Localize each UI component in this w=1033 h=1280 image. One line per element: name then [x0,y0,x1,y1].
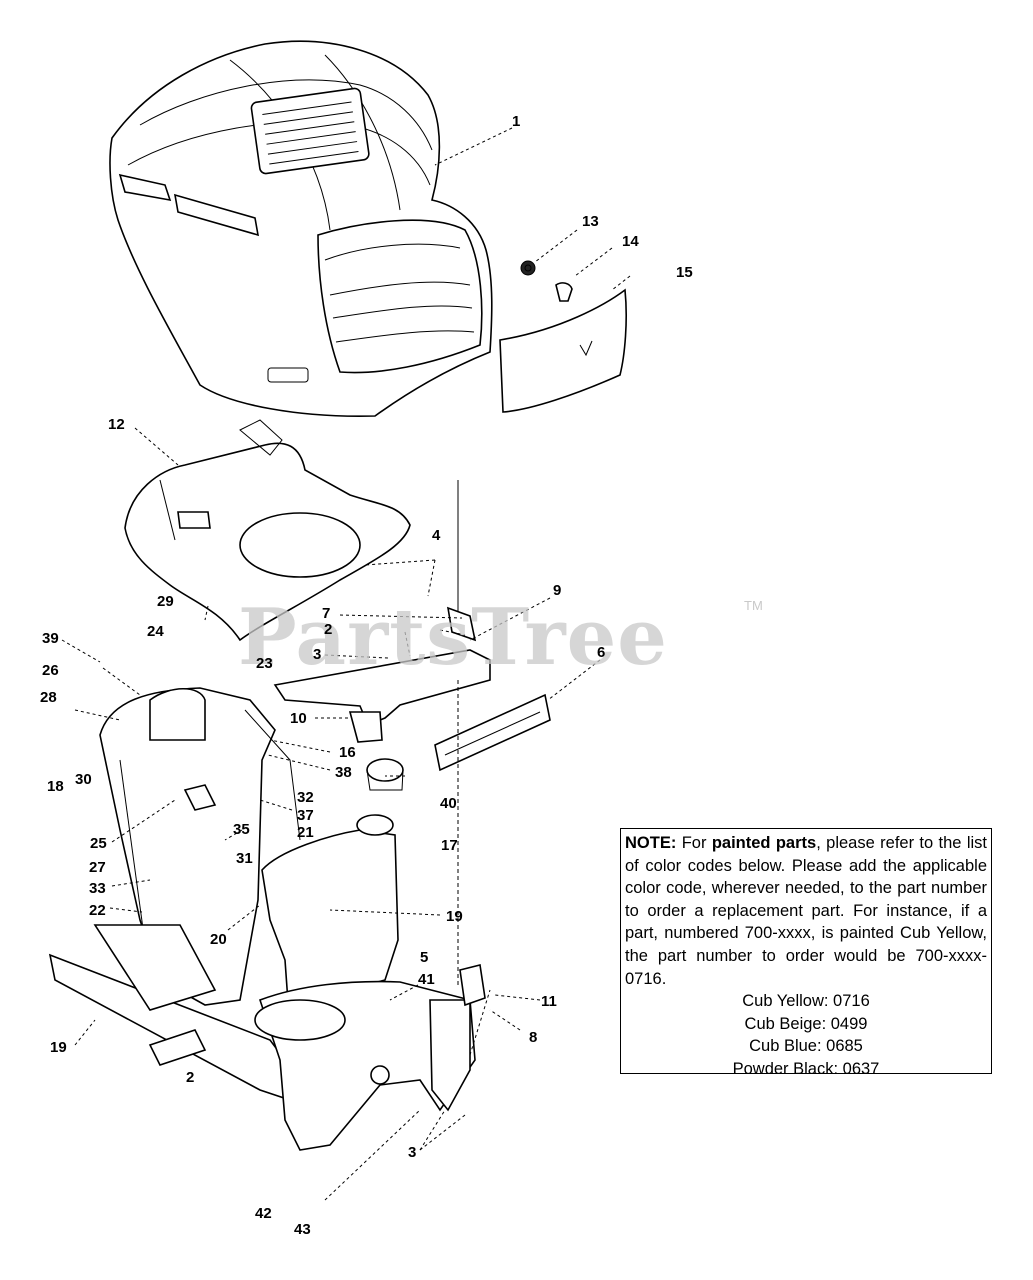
callout-3b: 3 [408,1144,417,1161]
callout-6: 6 [597,644,606,661]
callout-19b: 19 [50,1039,67,1056]
callout-26: 26 [42,662,59,679]
fuel-tank-part [261,758,404,1031]
callout-19a: 19 [446,908,463,925]
frame-part [48,924,476,1151]
callout-42: 42 [255,1205,272,1222]
callout-2a: 2 [324,621,333,638]
color-code-item: Powder Black: 0637 [732,1059,880,1078]
note-text-a: For [676,834,712,852]
hood-part [109,40,493,418]
callout-40: 40 [440,795,457,812]
callout-28: 28 [40,689,57,706]
note-label: NOTE: [625,834,677,852]
callout-21: 21 [297,824,314,841]
callout-37: 37 [297,807,314,824]
callout-14: 14 [622,233,639,250]
color-code-item: Cub Beige: 0499 [744,1014,868,1033]
callout-8: 8 [529,1029,538,1046]
color-code-list: Cub Yellow: 0716 Cub Beige: 0499 Cub Blu… [625,990,987,1080]
note-bold-text: painted parts [711,834,817,852]
mount-bracket-part [446,480,486,1007]
callout-2b: 2 [186,1069,195,1086]
painted-parts-note: NOTE: For painted parts, please refer to… [620,828,992,1078]
front-bracket-part [273,649,551,772]
callout-17: 17 [441,837,458,854]
callout-39: 39 [42,630,59,647]
callout-11: 11 [541,993,557,1010]
grille-cover-part [499,260,627,413]
callout-43: 43 [294,1221,311,1238]
color-code-item: Cub Yellow: 0716 [742,992,870,1011]
leader-lines [61,127,631,1201]
callout-38: 38 [335,764,352,781]
callout-32: 32 [297,789,314,806]
callout-22: 22 [89,902,106,919]
callout-33: 33 [89,880,106,897]
note-text-b: , please refer to the list of color code… [625,834,988,988]
callout-25: 25 [90,835,107,852]
callout-27: 27 [89,859,106,876]
callout-15: 15 [676,264,693,281]
callout-3a: 3 [313,646,322,663]
watermark: PartsTree [238,592,668,683]
callout-7: 7 [322,605,331,622]
callout-13: 13 [582,213,599,230]
callout-4: 4 [432,527,441,544]
callout-41: 41 [418,971,435,988]
callout-29: 29 [157,593,174,610]
callout-23: 23 [256,655,273,672]
color-code-item: Cub Blue: 0685 [749,1037,863,1056]
dash-panel-part [124,419,411,642]
callout-31: 31 [236,850,253,867]
callout-9: 9 [553,582,562,599]
callout-20: 20 [210,931,227,948]
callout-5: 5 [420,949,429,966]
watermark-tm: TM [744,598,763,613]
callout-1: 1 [512,113,521,130]
callout-35: 35 [233,821,250,838]
callout-24: 24 [147,623,164,640]
callout-18: 18 [47,778,64,795]
callout-12: 12 [108,416,125,433]
callout-30: 30 [75,771,92,788]
callout-16: 16 [339,744,356,761]
callout-10: 10 [290,710,307,727]
note-paragraph: NOTE: For painted parts, please refer to… [625,832,987,990]
